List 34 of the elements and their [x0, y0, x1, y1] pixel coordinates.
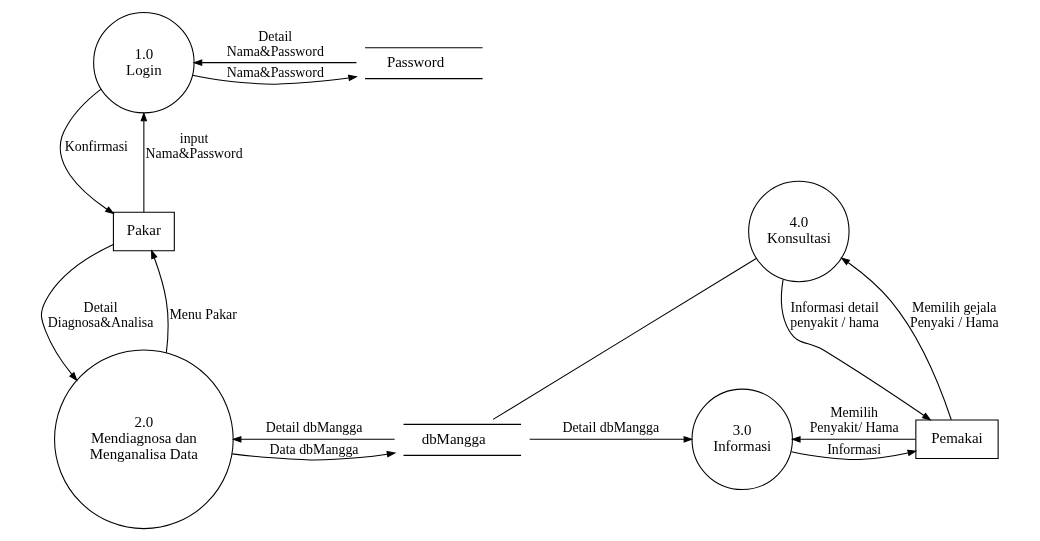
- arrow: [59, 88, 115, 215]
- arrow: [150, 249, 169, 354]
- node-circle: 1.0 Login: [92, 11, 195, 114]
- connector: [492, 258, 757, 420]
- edge-label: Konfirmasi: [64, 138, 128, 154]
- edge-label: Detail dbMangga: [561, 420, 659, 436]
- arrow: [192, 59, 357, 66]
- edge-label: Memilih gejala Penyaki / Hama: [909, 300, 999, 330]
- edge-label: Detail Diagnosa&Analisa: [47, 300, 153, 330]
- node-text: dbMangga: [421, 430, 486, 447]
- arrow: [839, 257, 952, 421]
- node-box: Pemakai: [914, 419, 999, 460]
- arrow: [231, 435, 395, 443]
- node-box: Pakar: [112, 211, 175, 252]
- node-circle: 2.0 Mendiagnosa dan Menganalisa Data: [53, 349, 234, 530]
- edge-label: Nama&Password: [226, 64, 324, 80]
- arrow: [140, 111, 147, 213]
- arrow: [780, 279, 932, 421]
- arrow: [528, 435, 693, 443]
- edge-label: Detail Nama&Password: [226, 28, 324, 59]
- edge-label: Menu Pakar: [168, 307, 237, 323]
- edge-label: Informasi detail penyakit / hama: [789, 300, 879, 330]
- arrow: [790, 449, 917, 461]
- edge-label: Informasi: [826, 441, 881, 457]
- edge-label: Data dbMangga: [269, 441, 359, 457]
- node-text: Password: [386, 54, 444, 71]
- edge-label: Detail dbMangga: [265, 420, 362, 436]
- arrow: [231, 450, 396, 461]
- arrow: [40, 243, 114, 382]
- arrow: [191, 74, 358, 85]
- edge-label: input Nama&Password: [145, 131, 243, 162]
- arrow: [790, 435, 916, 443]
- node-circle: 3.0 Informasi: [690, 388, 793, 491]
- edge-label: Memilih Penyakit/ Hama: [809, 405, 899, 436]
